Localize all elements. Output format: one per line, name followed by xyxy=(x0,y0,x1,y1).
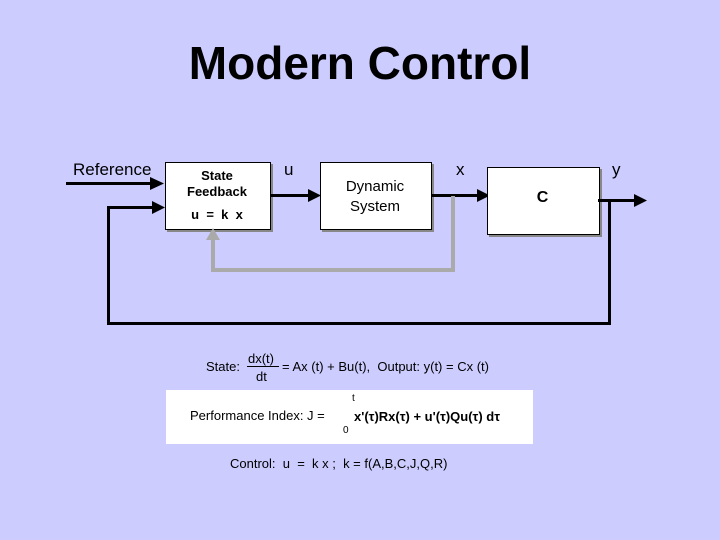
integral-lower-limit: 0 xyxy=(343,425,349,436)
control-equation: Control: u = k x ; k = f(A,B,C,J,Q,R) xyxy=(230,456,448,471)
state-path-up xyxy=(211,236,215,272)
y-arrowhead xyxy=(634,194,647,207)
dynamic-system-block xyxy=(320,162,432,230)
state-path-arrowhead xyxy=(206,228,220,240)
dynamic-system-line2: System xyxy=(349,198,400,215)
y-output-line xyxy=(598,199,638,202)
u-label: u xyxy=(284,160,294,179)
c-block-label: C xyxy=(536,189,549,206)
x-label: x xyxy=(456,160,465,179)
state-prefix: State: xyxy=(206,359,240,374)
state-rhs: = Ax (t) + Bu(t), Output: y(t) = Cx (t) xyxy=(282,359,489,374)
state-feedback-block xyxy=(165,162,271,230)
reference-arrowhead xyxy=(150,177,164,190)
u-signal-arrow xyxy=(270,194,312,197)
state-feedback-law: u = k x xyxy=(191,207,243,222)
c-block xyxy=(487,167,600,235)
state-path-down xyxy=(451,196,455,272)
state-feedback-title-2: Feedback xyxy=(187,184,247,199)
feedback-loop-left xyxy=(107,206,110,325)
performance-index-box xyxy=(166,390,533,444)
state-feedback-title-1: State xyxy=(201,168,233,183)
u-arrowhead xyxy=(308,189,321,202)
feedback-loop-right xyxy=(608,200,611,325)
integral-upper-limit: t xyxy=(352,393,355,404)
reference-label: Reference xyxy=(73,160,152,179)
integrand: x'(τ)Rx(τ) + u'(τ)Qu(τ) dτ xyxy=(354,409,501,424)
state-path-bottom xyxy=(211,268,455,272)
feedback-loop-top xyxy=(107,206,157,209)
state-frac-num: dx(t) xyxy=(248,351,274,366)
state-frac-den: dt xyxy=(256,369,267,384)
reference-arrow xyxy=(66,182,158,185)
fraction-bar xyxy=(247,366,279,367)
feedback-loop-bottom xyxy=(107,322,611,325)
x-signal-arrow xyxy=(431,194,481,197)
x-arrowhead xyxy=(477,189,490,202)
performance-label: Performance Index: J = xyxy=(190,408,325,423)
dynamic-system-line1: Dynamic xyxy=(345,178,405,195)
slide-title: Modern Control xyxy=(188,37,532,89)
feedback-arrowhead xyxy=(152,201,165,214)
y-label: y xyxy=(612,160,621,179)
